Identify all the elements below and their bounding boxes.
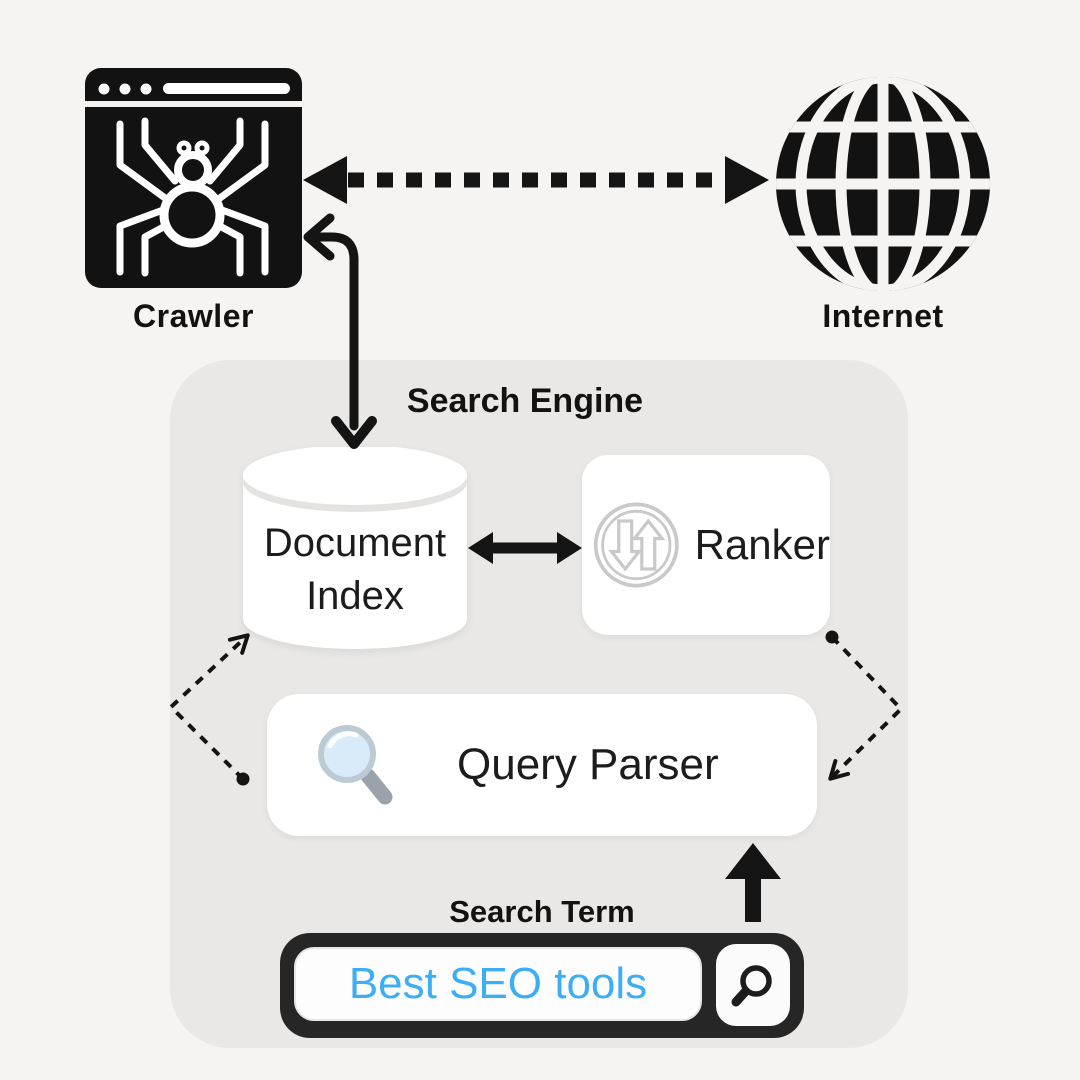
edge-crawler-internet — [303, 156, 769, 204]
search-engine-title: Search Engine — [406, 382, 644, 420]
spider-browser-icon — [85, 68, 302, 288]
search-input[interactable] — [294, 947, 702, 1021]
internet-label: Internet — [822, 298, 944, 334]
document-index-line2: Index — [306, 574, 404, 618]
document-index-label: Document Index — [240, 517, 470, 623]
document-index-node: Document Index — [240, 445, 470, 657]
magnifier-icon — [318, 725, 393, 805]
search-term-label: Search Term — [449, 894, 635, 929]
query-parser-node: Query Parser — [267, 694, 817, 836]
search-button[interactable] — [716, 944, 790, 1026]
ranker-node: Ranker — [582, 455, 830, 635]
database-cylinder-shape — [243, 445, 467, 649]
query-parser-label: Query Parser — [457, 740, 719, 789]
document-index-line1: Document — [263, 521, 447, 565]
sort-arrows-icon — [593, 502, 679, 588]
search-icon — [731, 965, 772, 1007]
crawler-label: Crawler — [133, 298, 254, 334]
ranker-label: Ranker — [694, 521, 830, 568]
search-bar — [280, 933, 804, 1038]
globe-icon — [776, 77, 990, 291]
